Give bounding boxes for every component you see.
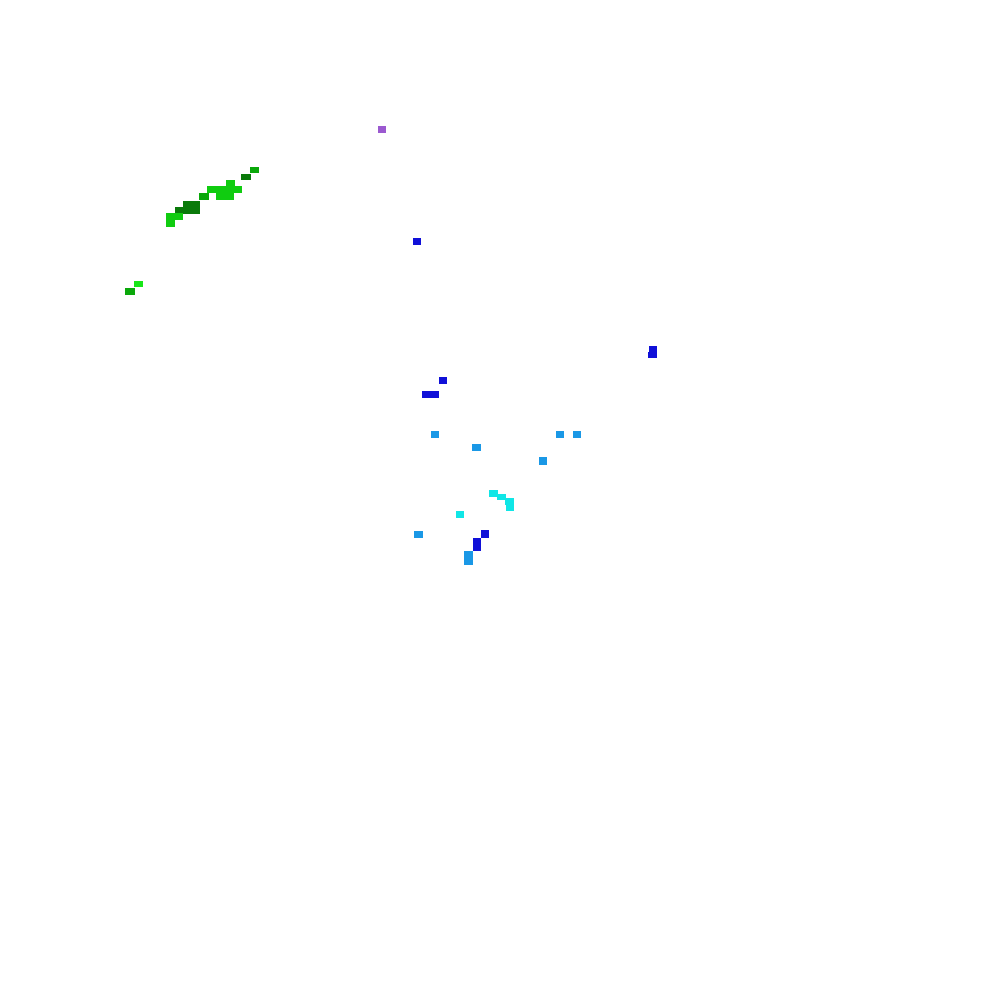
green-pixel	[226, 180, 235, 187]
green-pixel	[166, 219, 175, 227]
sky-pixel	[556, 431, 564, 438]
sky-pixel	[472, 444, 481, 451]
cyan-pixel	[456, 511, 464, 518]
blue-pixel	[481, 530, 489, 538]
cyan-pixel	[489, 490, 498, 497]
blue-pixel	[439, 377, 447, 384]
sky-pixel	[573, 431, 581, 438]
sky-pixel	[539, 457, 547, 465]
green-pixel	[241, 174, 251, 180]
green-pixel	[183, 201, 200, 208]
sky-pixel	[431, 431, 439, 438]
blue-pixel	[422, 391, 439, 398]
sky-pixel	[464, 551, 473, 565]
blue-pixel	[413, 238, 421, 245]
green-pixel	[216, 192, 234, 200]
green-pixel	[207, 186, 242, 193]
green-pixel	[125, 288, 135, 295]
blue-pixel	[649, 346, 657, 353]
green-pixel	[199, 193, 209, 200]
green-pixel	[250, 167, 259, 173]
cyan-pixel	[506, 504, 514, 511]
green-pixel	[134, 281, 143, 287]
blue-pixel	[473, 538, 481, 551]
sky-pixel	[414, 531, 423, 538]
blue-pixel	[648, 352, 657, 358]
green-pixel	[175, 207, 200, 214]
cyan-pixel	[497, 494, 506, 500]
green-pixel	[166, 213, 183, 220]
violet-pixel	[378, 126, 386, 133]
cyan-pixel	[505, 498, 514, 505]
